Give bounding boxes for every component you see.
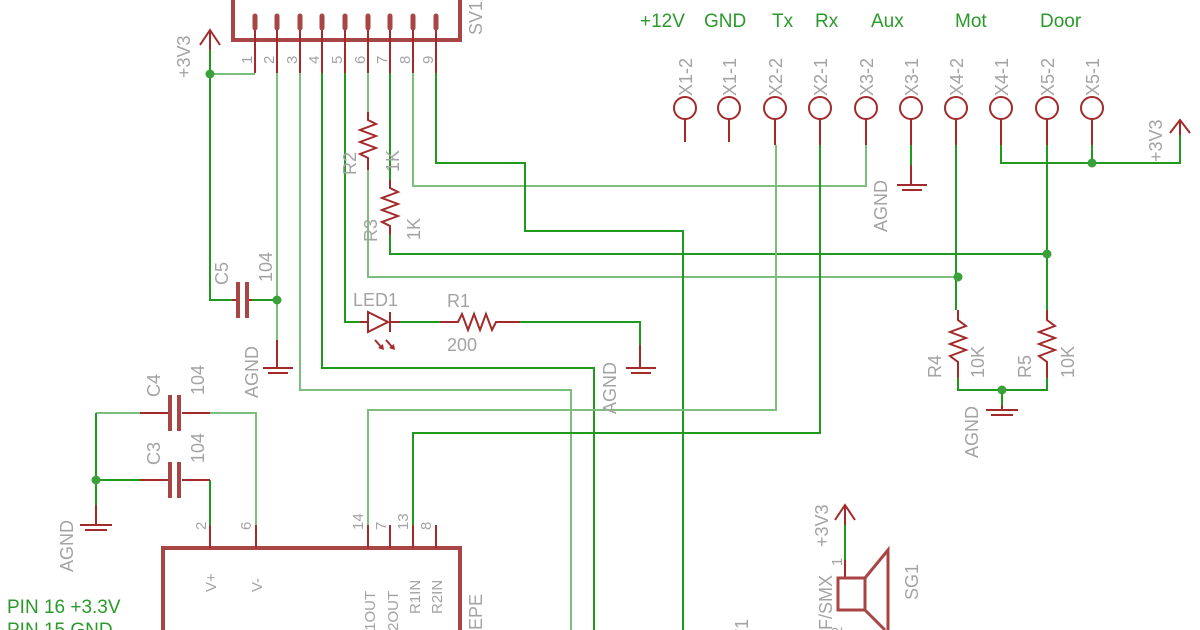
connector-label: X2-2 bbox=[766, 58, 786, 96]
led1: LED1 bbox=[353, 290, 400, 350]
connector-label: X1-1 bbox=[720, 58, 740, 96]
svg-text:SG1: SG1 bbox=[902, 564, 922, 600]
net-label: Door bbox=[1040, 11, 1082, 32]
svg-text:104: 104 bbox=[188, 365, 208, 395]
note-pin16: PIN 16 +3.3V bbox=[7, 597, 121, 618]
agnd-label: AGND bbox=[57, 520, 77, 572]
wires bbox=[95, 50, 1181, 630]
capacitor-c4: C4 104 bbox=[140, 365, 210, 431]
svg-text:LED1: LED1 bbox=[353, 290, 398, 310]
chip-pin-number: 6 bbox=[238, 522, 255, 530]
resistor-r2: R2 1K bbox=[340, 112, 403, 175]
svg-text:10K: 10K bbox=[968, 346, 988, 378]
svg-text:C4: C4 bbox=[144, 374, 164, 397]
svg-text:C5: C5 bbox=[212, 262, 232, 285]
net-label: Mot bbox=[955, 11, 987, 32]
power-3v3-right: +3V3 bbox=[1146, 118, 1191, 162]
net-label: GND bbox=[704, 11, 746, 32]
svg-text:R5: R5 bbox=[1015, 355, 1035, 378]
pin-label: 2 bbox=[261, 56, 278, 64]
agnd-label: AGND bbox=[962, 406, 982, 458]
pin-label: 6 bbox=[352, 56, 369, 64]
header-name: SV1 bbox=[466, 1, 486, 35]
net-label: Tx bbox=[772, 11, 794, 32]
net-label: Rx bbox=[815, 11, 839, 32]
net-label: +12V bbox=[640, 11, 685, 32]
power-3v3-left: +3V3 bbox=[174, 28, 221, 78]
connector-label: X2-1 bbox=[811, 58, 831, 96]
svg-text:R3: R3 bbox=[361, 219, 381, 242]
connector-label: X3-2 bbox=[857, 58, 877, 96]
partial-label: T1 bbox=[732, 619, 752, 630]
connector-label: X4-1 bbox=[992, 58, 1012, 96]
chip-pin-number: 13 bbox=[395, 513, 412, 530]
pin-label: 7 bbox=[374, 56, 391, 64]
pin-label: 8 bbox=[397, 56, 414, 64]
chip-pin-number: 14 bbox=[350, 513, 367, 530]
pin-label: 9 bbox=[420, 56, 437, 64]
chip-pin-name: T1OUT bbox=[362, 591, 379, 630]
connector-label: X3-1 bbox=[902, 58, 922, 96]
svg-text:C3: C3 bbox=[144, 442, 164, 465]
connector-label: X5-1 bbox=[1083, 58, 1103, 96]
svg-text:200: 200 bbox=[447, 335, 477, 355]
svg-text:104: 104 bbox=[256, 252, 276, 282]
pin-label: 3 bbox=[284, 56, 301, 64]
svg-text:1: 1 bbox=[829, 558, 846, 566]
svg-text:R1: R1 bbox=[447, 291, 470, 311]
chip-pin-name: V- bbox=[249, 578, 266, 592]
chip-pin-number: 8 bbox=[418, 522, 435, 530]
junctions bbox=[91, 69, 1097, 485]
capacitor-c5: C5 104 bbox=[212, 252, 276, 318]
svg-text:F/SMX: F/SMX bbox=[816, 575, 836, 630]
chip-pin-name: T2OUT bbox=[385, 591, 402, 630]
svg-text:1K: 1K bbox=[404, 218, 424, 240]
svg-text:104: 104 bbox=[188, 433, 208, 463]
svg-text:R2: R2 bbox=[340, 152, 360, 175]
connector-label: X4-2 bbox=[947, 58, 967, 96]
chip-pin-number: 2 bbox=[193, 522, 210, 530]
pin-label: 4 bbox=[306, 56, 323, 64]
svg-text:+3V3: +3V3 bbox=[174, 35, 194, 78]
connector-label: X1-2 bbox=[676, 58, 696, 96]
svg-text:+3V3: +3V3 bbox=[812, 504, 832, 547]
resistor-r5: R5 10K bbox=[1015, 310, 1078, 378]
svg-text:2: 2 bbox=[829, 627, 846, 630]
ground-symbols bbox=[80, 165, 1018, 531]
note-pin15: PIN 15 GND bbox=[7, 620, 113, 630]
chip-pin-number: 7 bbox=[373, 522, 390, 530]
net-label: Aux bbox=[871, 11, 904, 32]
agnd-label: AGND bbox=[871, 180, 891, 232]
svg-text:10K: 10K bbox=[1058, 346, 1078, 378]
svg-text:1K: 1K bbox=[383, 150, 403, 172]
buzzer-sg1: +3V3 SG1 F/SMX 1 2 bbox=[812, 503, 922, 630]
resistor-r1: R1 200 bbox=[440, 291, 520, 355]
pin-label: 1 bbox=[239, 56, 256, 64]
connector-pads: X1-2 X1-1 X2-2 X2-1 X3-2 X3-1 X4-2 X4-1 … bbox=[673, 58, 1104, 145]
chip-pin-name: R2IN bbox=[429, 580, 446, 614]
capacitor-c3: C3 104 bbox=[140, 433, 210, 498]
agnd-label: AGND bbox=[242, 346, 262, 398]
chip-pin-name: R1IN bbox=[407, 580, 424, 614]
resistor-r3: R3 1K bbox=[361, 180, 424, 242]
chip-pin-name: V+ bbox=[203, 573, 220, 592]
header-sv1: SV1 1 2 3 4 5 6 7 8 9 bbox=[231, 0, 486, 73]
chip-name: EPE bbox=[466, 594, 486, 630]
pin-label: 5 bbox=[329, 56, 346, 64]
chip-ic: 2 6 14 7 13 8 V+ V- T1OUT T2OUT R1IN R2I… bbox=[161, 513, 486, 630]
svg-text:+3V3: +3V3 bbox=[1146, 119, 1166, 162]
connector-label: X5-2 bbox=[1038, 58, 1058, 96]
resistor-r4: R4 10K bbox=[925, 310, 988, 378]
agnd-label: AGND bbox=[600, 362, 620, 414]
header-pins bbox=[252, 13, 439, 73]
svg-text:R4: R4 bbox=[925, 355, 945, 378]
